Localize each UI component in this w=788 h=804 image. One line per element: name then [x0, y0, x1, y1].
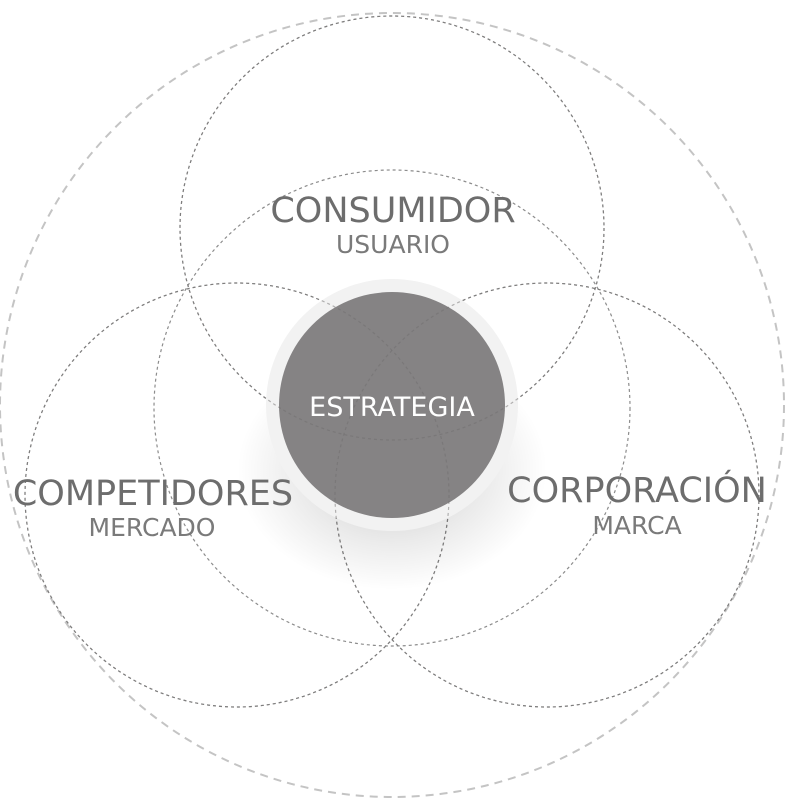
consumidor-circle-overlay — [179, 15, 605, 441]
center-disc — [279, 292, 505, 518]
center-label: ESTRATEGIA — [309, 392, 475, 423]
competidores-subtitle: MERCADO — [89, 513, 216, 542]
corporacion-title: CORPORACIÓN — [507, 469, 767, 511]
consumidor-title: CONSUMIDOR — [270, 191, 515, 231]
consumidor-subtitle: USUARIO — [336, 230, 450, 259]
competidores-title: COMPETIDORES — [13, 474, 293, 514]
middle-dashed-circle — [153, 169, 631, 647]
corporacion-subtitle: MARCA — [592, 511, 681, 540]
competidores-circle-overlay — [24, 282, 450, 708]
outer-boundary-circle — [0, 12, 785, 798]
corporacion-circle-overlay — [334, 282, 760, 708]
